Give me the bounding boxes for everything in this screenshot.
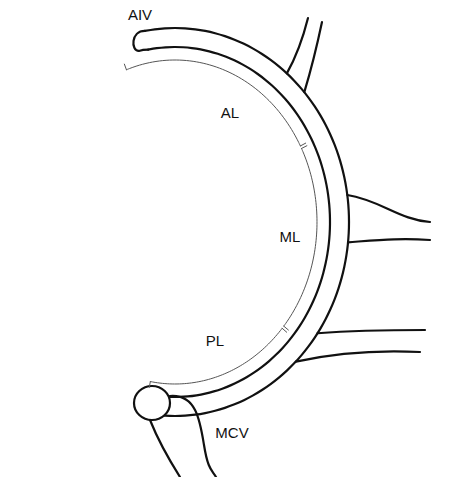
segment-label: ML bbox=[280, 229, 301, 244]
segment-label: MCV bbox=[215, 425, 248, 440]
bracket-tick bbox=[124, 64, 126, 70]
segment-bracket bbox=[150, 328, 282, 384]
segment-label: AIV bbox=[128, 7, 152, 22]
bracket-tick bbox=[284, 326, 289, 330]
segment-label: PL bbox=[206, 333, 224, 348]
segment-label: AL bbox=[221, 105, 239, 120]
vessel-inner-wall bbox=[148, 47, 330, 397]
mcv-wall bbox=[150, 420, 180, 477]
vessel-hook bbox=[133, 31, 148, 51]
ostium-circle bbox=[134, 386, 170, 420]
segment-bracket bbox=[126, 60, 300, 146]
bracket-tick bbox=[302, 146, 307, 149]
mcv-wall bbox=[170, 396, 216, 477]
bracket-tick bbox=[149, 382, 150, 388]
bracket-tick bbox=[300, 143, 305, 146]
bracket-tick bbox=[282, 328, 287, 332]
